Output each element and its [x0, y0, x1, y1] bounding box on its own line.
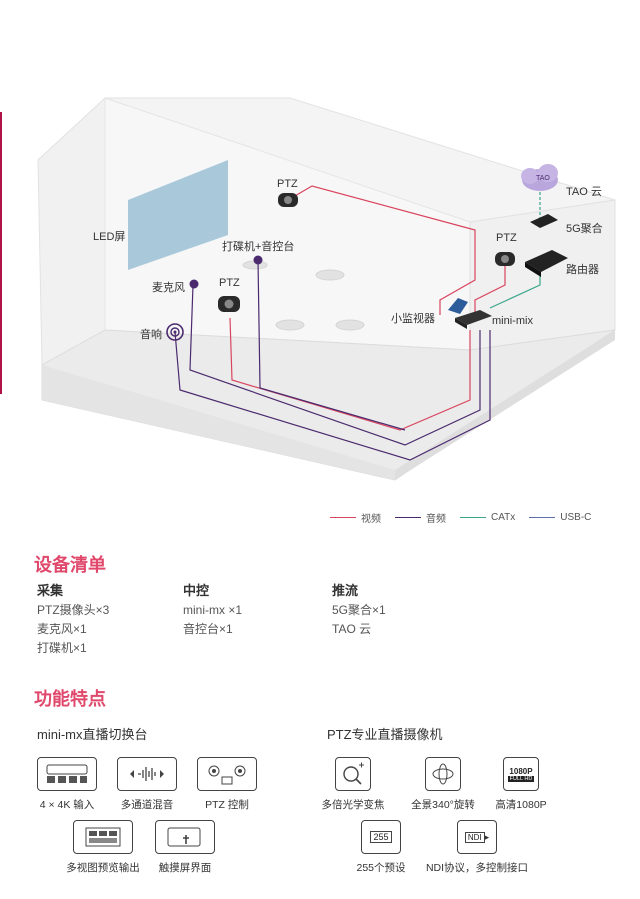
- 5g-label: 5G聚合: [566, 223, 603, 235]
- preset-icon: 255: [361, 820, 401, 854]
- list-item: mini-mx ×1: [183, 603, 243, 617]
- feature-item: 多视图预览输出: [48, 820, 158, 875]
- speaker-label: 音响: [140, 329, 162, 341]
- feature-item: 多通道混音: [92, 757, 202, 812]
- four-inputs-icon: [37, 757, 97, 791]
- feature-item: 4 × 4K 输入: [12, 757, 122, 812]
- list-item: 打碟机×1: [37, 641, 87, 655]
- ptz-camera-icon: [218, 296, 240, 312]
- speaker-icon: [166, 323, 184, 341]
- led-label: LED屏: [93, 231, 126, 243]
- mic-label: 麦克风: [152, 282, 185, 294]
- audio-mix-icon: [117, 757, 177, 791]
- monitor-label: 小监视器: [391, 313, 435, 325]
- legend: 视频 音频 CATx USB-C: [330, 510, 591, 525]
- router-icon: [525, 250, 568, 272]
- dj-mixer-label: 打碟机+音控台: [222, 241, 295, 253]
- feature-item: NDI▸ NDI协议，多控制接口: [422, 820, 532, 875]
- feature-item: 255 255个预设: [326, 820, 436, 875]
- legend-item: CATx: [460, 512, 515, 523]
- list-item: PTZ摄像头×3: [37, 603, 110, 617]
- legend-item: 视频: [330, 510, 381, 525]
- feature-item: 全景340°旋转: [388, 757, 498, 812]
- column-heading: 采集: [37, 583, 64, 598]
- ptz-left-label: PTZ: [219, 277, 240, 289]
- monitor-icon: [448, 298, 468, 314]
- touchscreen-icon: [155, 820, 215, 854]
- accent-bar: [0, 112, 2, 394]
- ptz-top-label: PTZ: [277, 178, 298, 190]
- feature-item: PTZ 控制: [172, 757, 282, 812]
- feature-item: 触摸屏界面: [130, 820, 240, 875]
- column-items: mini-mx ×1 音控台×1: [183, 601, 242, 639]
- multiview-icon: [73, 820, 133, 854]
- list-item: TAO 云: [332, 622, 372, 636]
- ptz-camera-icon: [495, 252, 515, 266]
- list-item: 麦克风×1: [37, 622, 87, 636]
- column-items: 5G聚合×1 TAO 云: [332, 601, 386, 639]
- tao-badge: TAO: [536, 175, 550, 182]
- 5g-box-icon: [530, 214, 558, 228]
- minimx-heading: mini-mx直播切换台: [37, 727, 148, 742]
- legend-item: USB-C: [529, 512, 591, 523]
- feature-item: 多倍光学变焦: [298, 757, 408, 812]
- column-heading: 推流: [332, 583, 359, 598]
- list-item: 5G聚合×1: [332, 603, 386, 617]
- ndi-icon: NDI▸: [457, 820, 497, 854]
- led-screen: [128, 160, 228, 270]
- tao-cloud-icon: [521, 164, 558, 191]
- column-items: PTZ摄像头×3 麦克风×1 打碟机×1: [37, 601, 109, 658]
- zoom-icon: [335, 757, 371, 791]
- column-heading: 中控: [183, 583, 210, 598]
- mic-dot-icon: [189, 279, 199, 289]
- ptz-control-icon: [197, 757, 257, 791]
- minimix-label: mini-mix: [492, 315, 533, 327]
- router-label: 路由器: [566, 264, 599, 276]
- equipment-title: 设备清单: [34, 555, 106, 575]
- hd-icon: 1080P FULL HD: [503, 757, 539, 791]
- mixer-dot-icon: [253, 255, 263, 265]
- legend-item: 音频: [395, 510, 446, 525]
- rotate-icon: [425, 757, 461, 791]
- room-diagram: TAO: [37, 96, 616, 481]
- features-title: 功能特点: [34, 689, 106, 709]
- ptz-heading: PTZ专业直播摄像机: [327, 727, 443, 742]
- minimix-icon: [455, 310, 492, 325]
- feature-item: 1080P FULL HD 高清1080P: [466, 757, 576, 812]
- list-item: 音控台×1: [183, 622, 233, 636]
- ptz-camera-icon: [278, 193, 298, 207]
- tao-label: TAO 云: [566, 186, 602, 198]
- ptz-right-label: PTZ: [496, 232, 517, 244]
